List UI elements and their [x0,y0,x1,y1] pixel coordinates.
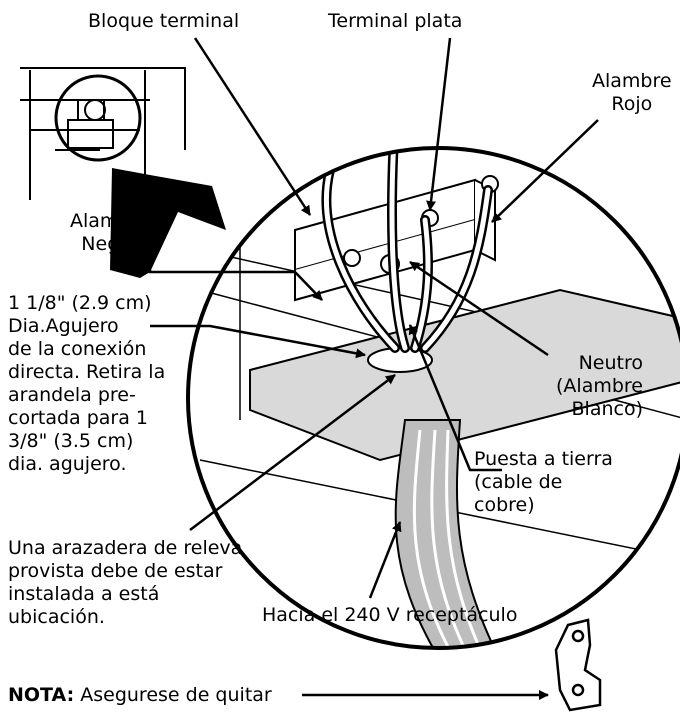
range-inset [20,67,186,200]
bracket-part [554,618,602,712]
label-receptacle: Hacia el 240 V receptáculo [262,604,518,626]
label-red-wire: Alambre Rojo [592,70,672,115]
label-hole-note: 1 1/8" (2.9 cm) Dia.Agujero de la conexi… [8,292,166,475]
inset-magnifier [54,74,142,162]
label-neutral: Neutro (Alambre Blanco) [556,352,643,420]
label-silver-terminal: Terminal plata [328,10,463,32]
leader-silver-terminal [426,37,452,211]
leader-neutral [409,260,549,357]
leader-receptacle [368,521,402,599]
note-bold: NOTA: [8,684,75,706]
label-ground: Puesta a tierra (cable de cobre) [474,448,613,516]
zoom-arrow [110,168,226,278]
label-strain-relief: Una arazadera de releva provista debe de… [8,537,243,628]
label-black-wire: Alambre Negro [70,210,150,255]
note: NOTA: Asegurese de quitar [8,684,272,707]
leader-ground [408,324,502,472]
leader-red-wire [491,119,599,223]
leader-strain-relief [189,374,396,531]
leader-black-wire [148,258,323,301]
note-text: Asegurese de quitar [74,684,272,706]
label-terminal-block: Bloque terminal [88,10,240,32]
leader-hole [150,324,366,359]
leader-terminal-block [193,37,312,216]
